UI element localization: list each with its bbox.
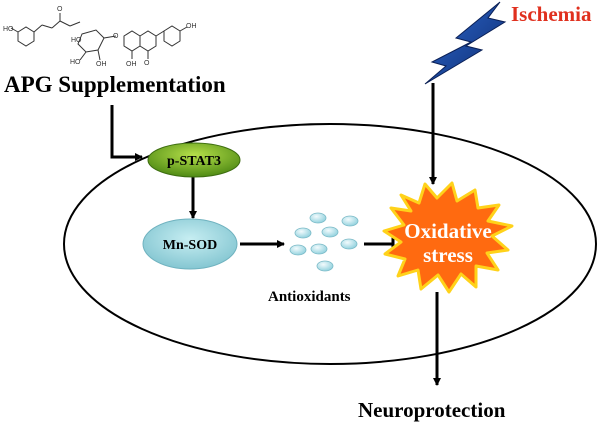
mnsod-node	[142, 218, 238, 270]
svg-text:OH: OH	[186, 23, 197, 30]
antioxidant-bead	[340, 238, 358, 250]
antioxidant-bead	[310, 243, 328, 255]
mnsod-label: Mn-SOD	[163, 238, 217, 253]
oxidative-stress-label-line1: Oxidative	[404, 219, 492, 243]
antioxidant-bead	[341, 215, 359, 227]
svg-text:HO: HO	[3, 26, 14, 33]
antioxidant-bead	[316, 260, 334, 272]
antioxidant-bead	[309, 212, 327, 224]
apigenin-glucoside-structure-icon	[10, 13, 188, 61]
pstat3-node	[147, 142, 241, 178]
antioxidant-bead	[289, 244, 307, 256]
oxidative-stress-label-line2: stress	[423, 243, 473, 267]
antioxidants-label: Antioxidants	[268, 289, 351, 305]
svg-text:O: O	[113, 33, 119, 40]
lightning-bolt-icon	[424, 1, 507, 85]
cell-ellipse	[63, 123, 597, 365]
arrow-apg-to-pstat3	[110, 105, 143, 161]
apg-supplementation-label: APG Supplementation	[4, 72, 226, 97]
svg-text:HO: HO	[70, 59, 81, 66]
pstat3-label: p-STAT3	[167, 154, 221, 169]
molecule-atom-labels: HO O HO HO OH O OH O OH	[3, 6, 197, 68]
ischemia-label: Ischemia	[511, 2, 592, 26]
svg-text:HO: HO	[71, 37, 82, 44]
neuroprotection-label: Neuroprotection	[358, 398, 506, 422]
svg-text:OH: OH	[126, 61, 137, 68]
starburst-icon	[382, 181, 514, 294]
svg-text:O: O	[57, 6, 63, 13]
antioxidant-bead	[294, 227, 312, 239]
svg-text:O: O	[144, 60, 150, 67]
svg-text:OH: OH	[96, 61, 107, 68]
antioxidant-bead	[321, 226, 339, 238]
antioxidant-beads	[289, 212, 359, 272]
